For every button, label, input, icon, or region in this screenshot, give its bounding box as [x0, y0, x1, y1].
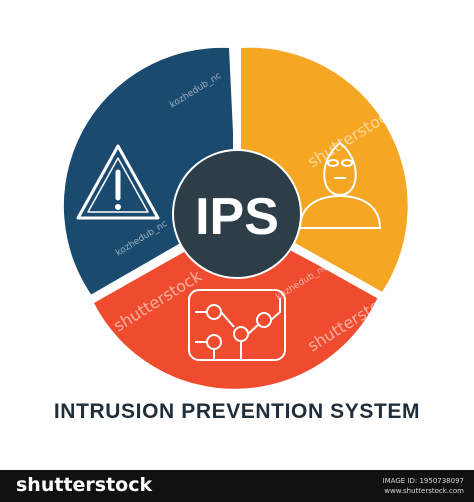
stock-footer: shutterstock IMAGE ID: 1950738097 www.sh…	[0, 470, 474, 502]
circuit-chip-icon	[188, 289, 286, 361]
segment-circuit	[94, 222, 378, 389]
center-circle	[172, 149, 302, 279]
footer-meta: IMAGE ID: 1950738097 www.shutterstock.co…	[383, 476, 464, 496]
footer-image-id: IMAGE ID: 1950738097	[382, 477, 464, 485]
diagram-caption: INTRUSION PREVENTION SYSTEM	[53, 400, 421, 423]
footer-brand: shutterstock	[16, 474, 153, 496]
footer-site: www.shutterstock.com	[384, 487, 464, 495]
warning-triangle-icon	[76, 144, 160, 220]
masked-intruder-icon	[298, 141, 382, 229]
center-label: IPS	[195, 188, 279, 246]
